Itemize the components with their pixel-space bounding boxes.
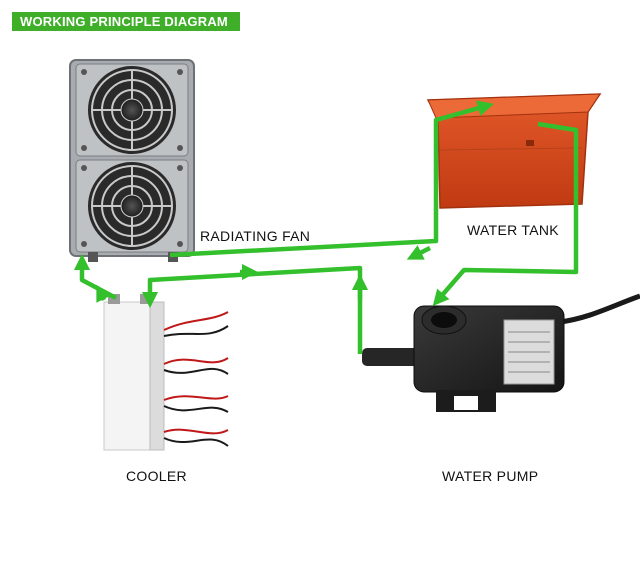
diagram-title: WORKING PRINCIPLE DIAGRAM: [12, 12, 240, 31]
flow-arrow-mid-1: [406, 245, 432, 260]
flow-arrow-pump-to-cooler: [141, 265, 363, 354]
water-pump-icon: [362, 293, 640, 412]
radiator-fan-icon: [69, 59, 195, 262]
flow-arrow-mid-4: [96, 284, 111, 303]
flow-arrows: [73, 100, 579, 354]
flow-arrow-fan-to-tank: [169, 100, 494, 258]
flow-arrow-tank-to-pump: [432, 121, 579, 307]
label-water-tank: WATER TANK: [467, 222, 559, 238]
label-water-pump: WATER PUMP: [442, 468, 539, 484]
peltier-cooler-icon: [103, 294, 229, 451]
label-radiating-fan: RADIATING FAN: [200, 228, 311, 244]
label-cooler: COOLER: [126, 468, 187, 484]
